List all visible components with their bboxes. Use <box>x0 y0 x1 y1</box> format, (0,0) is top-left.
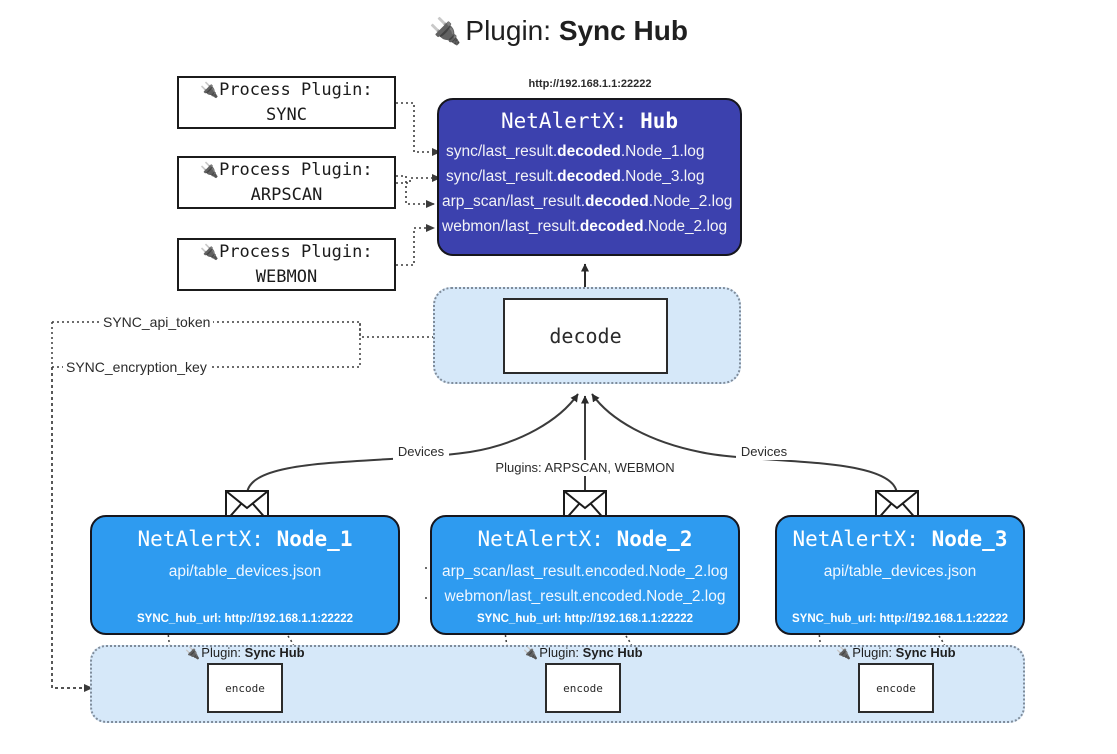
process-plugin-label: Process Plugin: <box>219 241 373 262</box>
node-title-name: Node_3 <box>931 527 1008 551</box>
hub-title-name: Hub <box>640 109 679 133</box>
encode-plugin-label-1: 🔌Plugin: Sync Hub <box>185 645 305 660</box>
hub-box[interactable]: NetAlertX: Hub sync/last_result.decoded.… <box>437 98 742 256</box>
node-hub-url: SYNC_hub_url: http://192.168.1.1:22222 <box>136 613 354 625</box>
hub-title: NetAlertX: Hub <box>501 109 678 133</box>
plugins-label-center: Plugins: ARPSCAN, WEBMON <box>470 460 700 476</box>
process-plugin-arpscan[interactable]: 🔌Process Plugin: ARPSCAN <box>177 156 396 209</box>
plug-icon: 🔌 <box>200 80 220 99</box>
node-detail: api/table_devices.json <box>823 563 977 580</box>
hub-log-line: webmon/last_result.decoded.Node_2.log <box>442 218 728 235</box>
process-plugin-sync[interactable]: 🔌Process Plugin: SYNC <box>177 76 396 129</box>
plug-icon: 🔌 <box>200 242 220 261</box>
plug-icon: 🔌 <box>429 16 462 46</box>
plug-icon: 🔌 <box>185 646 201 660</box>
hub-log-line: sync/last_result.decoded.Node_1.log <box>446 143 705 160</box>
node-box-node-3[interactable]: NetAlertX: Node_3 api/table_devices.json… <box>775 515 1025 635</box>
hub-title-prefix: NetAlertX: <box>500 109 628 133</box>
plug-icon: 🔌 <box>523 646 539 660</box>
devices-label-right: Devices <box>736 444 792 460</box>
plug-icon: 🔌 <box>836 646 852 660</box>
node-box-node-1[interactable]: NetAlertX: Node_1 api/table_devices.json… <box>90 515 400 635</box>
encode-plugin-label-2: 🔌Plugin: Sync Hub <box>523 645 643 660</box>
node-title: NetAlertX: Node_3 <box>792 527 1008 551</box>
sync-api-token-label: SYNC_api_token <box>100 314 214 330</box>
node-detail: webmon/last_result.encoded.Node_2.log <box>444 588 726 605</box>
node-title-name: Node_1 <box>276 527 353 551</box>
page-title: 🔌Plugin: Sync Hub <box>0 14 1117 48</box>
process-plugin-label: Process Plugin: <box>219 79 373 100</box>
encode-box-node-3[interactable]: encode <box>858 663 934 713</box>
decode-box[interactable]: decode <box>503 298 668 374</box>
devices-label-left: Devices <box>393 444 449 460</box>
plug-icon: 🔌 <box>200 160 220 179</box>
process-plugin-name: SYNC <box>266 104 307 125</box>
node-detail: api/table_devices.json <box>168 563 322 580</box>
hub-log-line: sync/last_result.decoded.Node_3.log <box>446 168 705 185</box>
node-hub-url: SYNC_hub_url: http://192.168.1.1:22222 <box>476 613 694 625</box>
node-title: NetAlertX: Node_2 <box>477 527 693 551</box>
hub-url-label: http://192.168.1.1:22222 <box>528 78 652 90</box>
node-detail: arp_scan/last_result.encoded.Node_2.log <box>441 563 729 580</box>
process-plugin-label: Process Plugin: <box>219 159 373 180</box>
process-plugin-name: WEBMON <box>255 266 318 287</box>
hub-log-line: arp_scan/last_result.decoded.Node_2.log <box>442 193 733 210</box>
sync-encryption-key-label: SYNC_encryption_key <box>63 359 210 375</box>
encode-box-node-2[interactable]: encode <box>545 663 621 713</box>
page-title-name: Sync Hub <box>558 15 688 46</box>
node-box-node-2[interactable]: NetAlertX: Node_2 arp_scan/last_result.e… <box>430 515 740 635</box>
page-title-prefix: Plugin: <box>465 15 552 46</box>
node-title-name: Node_2 <box>616 527 693 551</box>
encode-box-node-1[interactable]: encode <box>207 663 283 713</box>
node-title: NetAlertX: Node_1 <box>137 527 353 551</box>
process-plugin-name: ARPSCAN <box>250 184 323 205</box>
node-hub-url: SYNC_hub_url: http://192.168.1.1:22222 <box>791 613 1009 625</box>
encode-plugin-label-3: 🔌Plugin: Sync Hub <box>836 645 956 660</box>
process-plugin-webmon[interactable]: 🔌Process Plugin: WEBMON <box>177 238 396 291</box>
